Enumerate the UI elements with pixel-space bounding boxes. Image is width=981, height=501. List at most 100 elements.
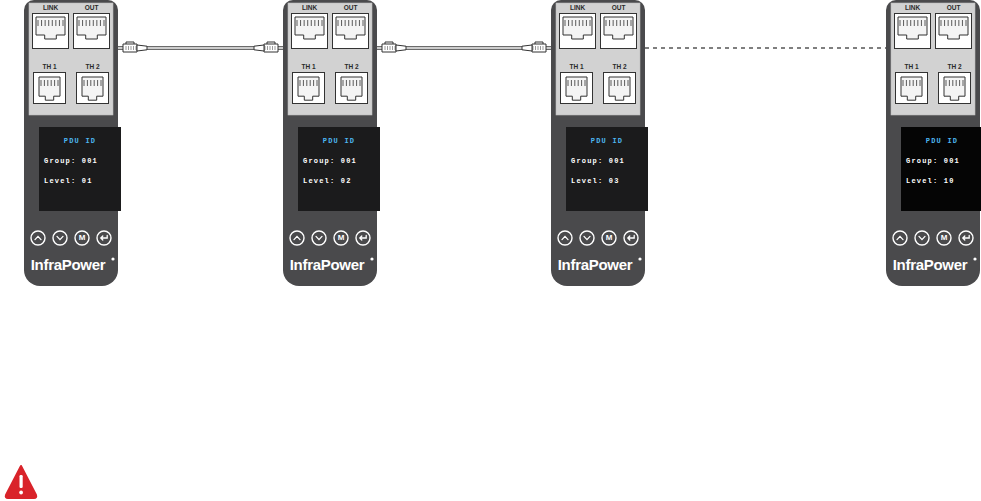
- port: TH 1: [33, 62, 66, 104]
- button: [290, 231, 304, 245]
- display-value: Level: 03: [566, 171, 648, 191]
- plug-contact: [543, 46, 544, 50]
- jack-pin: [909, 80, 910, 86]
- jack-pin: [951, 20, 952, 26]
- jack-pin: [574, 80, 575, 86]
- display-value: Level: 02: [298, 171, 380, 191]
- jack-pin: [96, 20, 97, 26]
- jack-opening: [944, 77, 965, 100]
- button: [893, 231, 907, 245]
- jack-pin: [84, 80, 85, 86]
- port: TH 2: [335, 62, 368, 104]
- jack-opening: [901, 77, 922, 100]
- jack-pin: [613, 20, 614, 26]
- jack-pin: [45, 20, 46, 26]
- jack-pin: [353, 80, 354, 86]
- jack-pin: [575, 20, 576, 26]
- jack-opening: [39, 77, 60, 100]
- button: [602, 231, 616, 245]
- port: TH 1: [292, 62, 325, 104]
- port-label: TH 2: [76, 62, 109, 72]
- jack-pin: [917, 20, 918, 26]
- port-label: TH 2: [938, 62, 971, 72]
- port: LINK: [559, 3, 596, 49]
- plug-contact: [270, 46, 271, 50]
- jack-pin: [916, 80, 917, 86]
- port-label: TH 2: [603, 62, 636, 72]
- jack-pin: [52, 20, 53, 26]
- jack-pin: [41, 80, 42, 86]
- jack-pin: [310, 80, 311, 86]
- plug-contact: [535, 46, 536, 50]
- button-symbol: [628, 236, 634, 241]
- jack-pin: [590, 20, 591, 26]
- plug-contact: [392, 46, 393, 50]
- jack-symbol: [600, 13, 637, 49]
- button-label: M: [938, 232, 950, 244]
- plug-body: [532, 44, 546, 52]
- jack-opening: [939, 17, 968, 39]
- jack-pin: [38, 20, 39, 26]
- dashed-continuation: [645, 48, 886, 49]
- button-label: M: [603, 232, 615, 244]
- jack-pin: [48, 20, 49, 26]
- jack-symbol: [76, 72, 109, 104]
- button-symbol: [57, 236, 63, 239]
- jack-symbol: [32, 13, 69, 49]
- jack-pin: [906, 80, 907, 86]
- jack-opening: [609, 77, 630, 100]
- jack-pin: [303, 80, 304, 86]
- plug-contact: [540, 46, 541, 50]
- warning-bar: [20, 475, 23, 488]
- jack-pin: [941, 20, 942, 26]
- plug-boot: [522, 45, 532, 51]
- jack-symbol: [73, 13, 110, 49]
- jack-pin: [956, 80, 957, 86]
- plug-contact: [387, 46, 388, 50]
- button: [915, 231, 929, 245]
- jack-pin: [606, 20, 607, 26]
- jack-opening: [77, 17, 106, 39]
- port-area: [288, 3, 372, 115]
- brand-logo: InfraPower: [283, 256, 377, 274]
- plug-body: [264, 44, 278, 52]
- plug-contact: [136, 46, 137, 50]
- button: [558, 231, 572, 245]
- port: OUT: [73, 3, 110, 49]
- jack-pin: [322, 20, 323, 26]
- button: [356, 231, 370, 245]
- jack-pin: [921, 20, 922, 26]
- jack-pin: [946, 80, 947, 86]
- jack-opening: [295, 17, 324, 39]
- jack-pin: [313, 80, 314, 86]
- warning-dot: [19, 491, 23, 495]
- jack-pin: [949, 80, 950, 86]
- jack-pin: [955, 20, 956, 26]
- jack-pin: [903, 20, 904, 26]
- jack-pin: [910, 20, 911, 26]
- jack-body: [336, 73, 368, 104]
- plug-boot: [396, 45, 406, 51]
- jack-symbol: [559, 13, 596, 49]
- display-title: PDU ID: [39, 131, 121, 151]
- status-led: [370, 257, 373, 260]
- jack-opening: [604, 17, 633, 39]
- jack-pin: [913, 80, 914, 86]
- jack-pin: [617, 80, 618, 86]
- port: OUT: [332, 3, 369, 49]
- port-label: TH 1: [292, 62, 325, 72]
- jack-pin: [90, 80, 91, 86]
- port-label: TH 1: [33, 62, 66, 72]
- plug-tab: [535, 42, 543, 44]
- button: [580, 231, 594, 245]
- port: OUT: [600, 3, 637, 49]
- plug-contact: [390, 46, 391, 50]
- plug-contact: [131, 46, 132, 50]
- jack-pin: [318, 20, 319, 26]
- button: [937, 231, 951, 245]
- jack-pin: [79, 20, 80, 26]
- plug-contact: [126, 46, 127, 50]
- jack-body: [77, 73, 109, 104]
